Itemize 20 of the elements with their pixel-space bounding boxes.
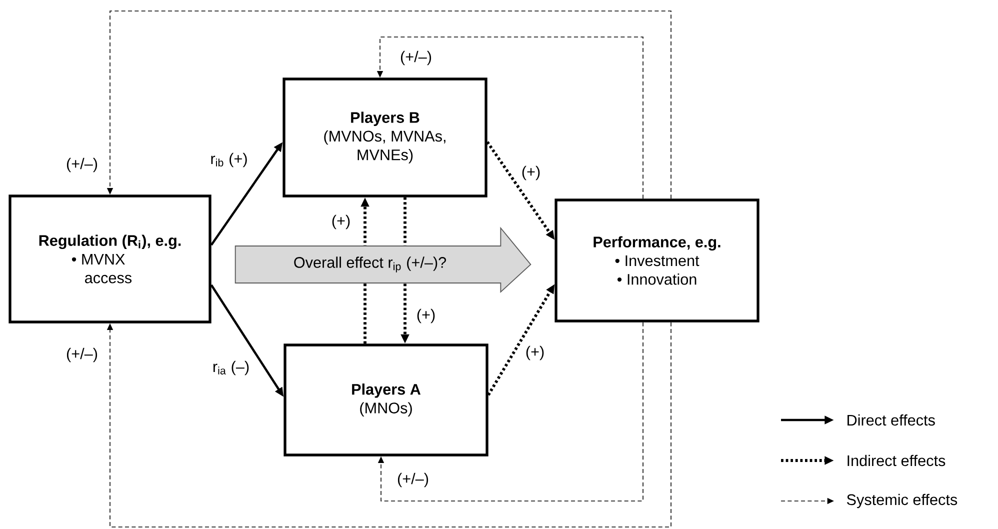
edge-label: (+/–) <box>64 346 100 364</box>
edge-label: r$_{ib}$ (+) <box>208 152 250 168</box>
edge-label: r$_{ia}$ (–) <box>211 360 251 376</box>
edge-label: (+) <box>524 344 546 362</box>
edge-label: (+) <box>415 308 437 324</box>
legend-label: Systemic effects <box>846 494 958 508</box>
edge-label: (+) <box>520 164 542 182</box>
process-box: Players A (MNOs) <box>284 344 488 456</box>
process-box: Players B (MVNOs, MVNAs, MVNEs) <box>282 78 488 198</box>
process-box: Regulation (R$_{i}$), e.g. • MVNX access <box>8 194 212 324</box>
legend-label: Direct effects <box>848 414 935 426</box>
edge-label: (+/–) <box>398 50 434 66</box>
arrow <box>378 322 644 502</box>
edge-label: (+/–) <box>396 472 430 488</box>
process-box: Performance, e.g. • Investment • Innovation <box>554 198 760 322</box>
edge-label: Overall effect r$_{ip}$ (+/–)? <box>292 255 448 274</box>
edge-label: (+/–) <box>64 156 100 174</box>
edge-label: (+) <box>330 214 352 230</box>
arrow <box>106 322 672 528</box>
legend-label: Indirect effects <box>848 454 946 466</box>
